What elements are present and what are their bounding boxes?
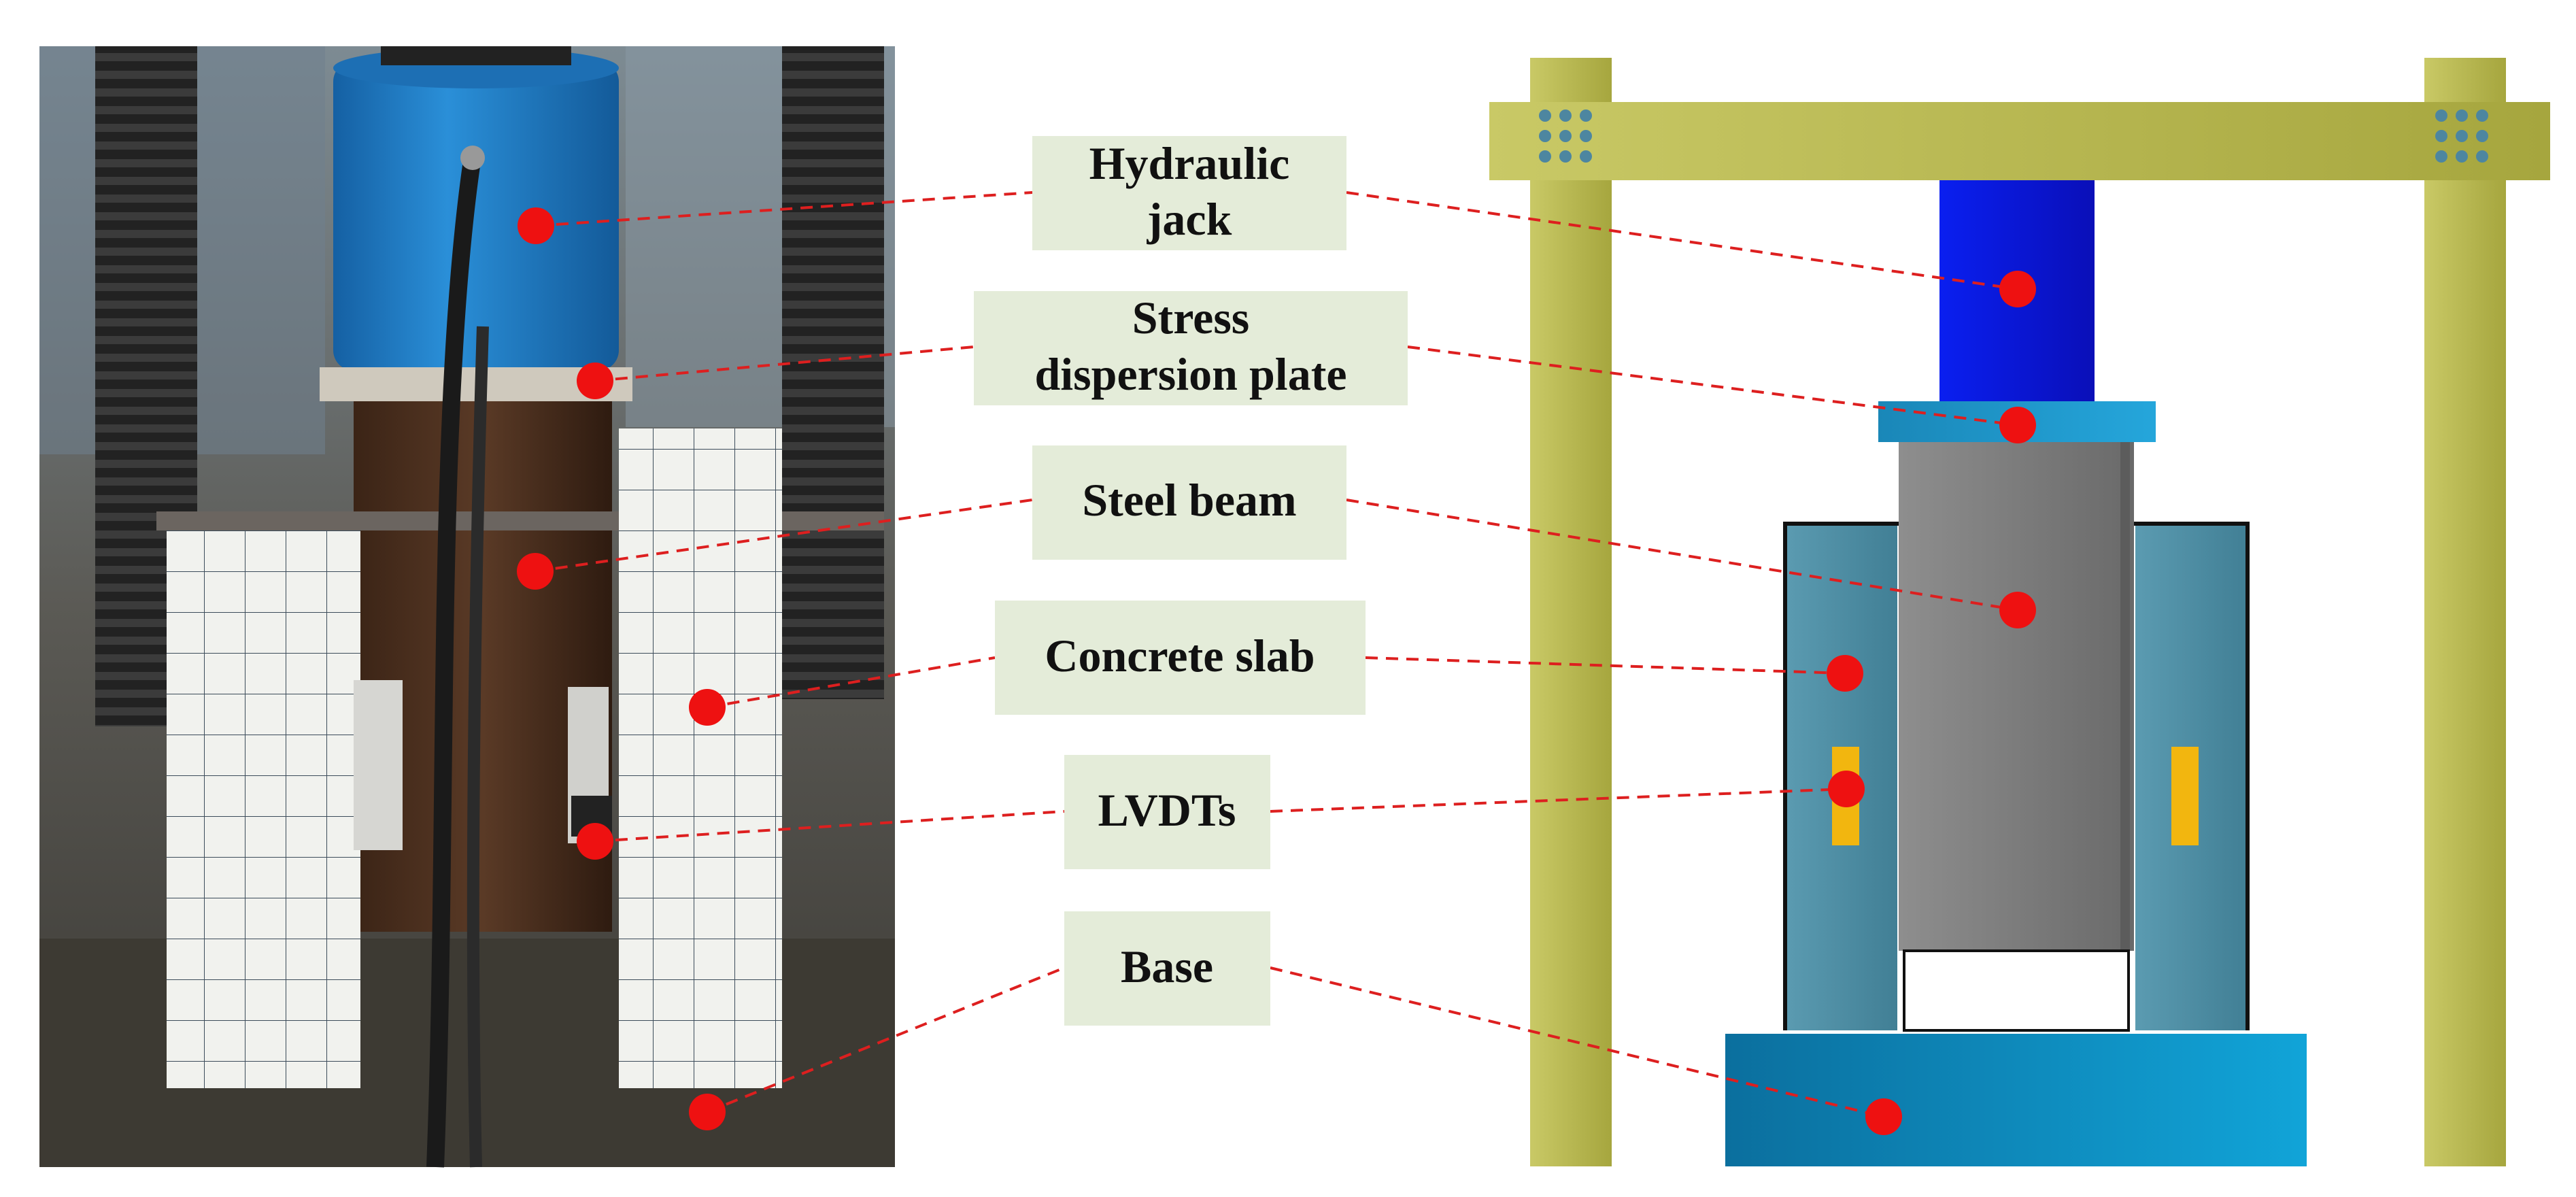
label-hydraulic-jack: Hydraulic jack [1032, 136, 1346, 250]
label-box [995, 601, 1366, 715]
marker-slab-photo [689, 689, 726, 726]
photo-hydraulic-jack [333, 61, 619, 371]
label-line: Hydraulic [1089, 137, 1290, 189]
leader-slab-photo [707, 656, 996, 709]
label-box [1032, 136, 1346, 250]
leader-lvdt-photo [594, 810, 1065, 843]
label-line: jack [1147, 193, 1232, 245]
test-photo [39, 46, 895, 1168]
marker-lvdt-schematic [1828, 771, 1865, 807]
leader-lvdt-schematic [1270, 788, 1847, 813]
label-lvdts: LVDTs [1064, 755, 1270, 869]
leader-slab-schematic [1365, 656, 1846, 675]
photo-threaded-rod-right [782, 46, 884, 699]
bolt-group-right [2435, 109, 2488, 163]
leader-jack-photo [535, 191, 1033, 227]
photo-hose-2 [467, 326, 489, 1168]
photo-hose-fitting [460, 146, 485, 170]
label-base: Base [1064, 911, 1270, 1026]
label-steel-beam: Steel beam [1032, 445, 1346, 560]
leader-base-schematic [1270, 966, 1884, 1118]
frame-column-right [2424, 58, 2506, 1166]
bolt-group-left [1539, 109, 1592, 163]
label-line: Steel beam [1082, 474, 1296, 526]
marker-plate-schematic [1999, 407, 2036, 443]
frame-column-left [1530, 58, 1612, 1166]
leader-beam-schematic [1346, 499, 2018, 611]
marker-slab-schematic [1827, 655, 1863, 692]
schematic-steel-beam-flange [2120, 442, 2130, 951]
leader-base-photo [707, 966, 1065, 1113]
leader-plate-schematic [1407, 345, 2018, 426]
label-line: dispersion plate [1034, 348, 1346, 400]
marker-beam-schematic [1999, 592, 2036, 628]
label-box [1032, 445, 1346, 560]
frame-crossbeam [1489, 102, 2550, 180]
schematic-lvdt-right [2171, 747, 2199, 845]
marker-beam-photo [517, 553, 554, 590]
label-stress-dispersion-plate: Stress dispersion plate [974, 291, 1408, 405]
leader-plate-photo [594, 345, 975, 382]
schematic-base [1725, 1034, 2307, 1166]
label-box [1064, 911, 1270, 1026]
photo-lvdt-left [354, 680, 403, 850]
markers [517, 207, 2036, 1135]
label-line: Base [1121, 941, 1213, 992]
marker-base-schematic [1865, 1098, 1902, 1135]
photo-concrete-slab-left [167, 530, 360, 1088]
label-line: Concrete slab [1045, 630, 1315, 681]
label-concrete-slab: Concrete slab [995, 601, 1366, 715]
label-box [974, 291, 1408, 405]
schematic [1489, 58, 2550, 1166]
leader-jack-schematic [1346, 191, 2018, 290]
leader-beam-photo [535, 499, 1033, 573]
schematic-steel-beam [1899, 442, 2134, 951]
marker-jack-schematic [1999, 271, 2036, 307]
label-line: LVDTs [1098, 784, 1236, 836]
leader-lines [535, 191, 2018, 1118]
marker-jack-photo [518, 207, 554, 244]
marker-lvdt-photo [577, 823, 613, 860]
marker-base-photo [689, 1094, 726, 1130]
label-box [1064, 755, 1270, 869]
photo-hose [426, 155, 481, 1168]
photo-concrete-slab-right [619, 428, 782, 1088]
label-line: Stress [1132, 292, 1250, 343]
photo-jack-cap [381, 46, 571, 65]
marker-plate-photo [577, 363, 613, 399]
schematic-beam-gap [1903, 949, 2130, 1032]
